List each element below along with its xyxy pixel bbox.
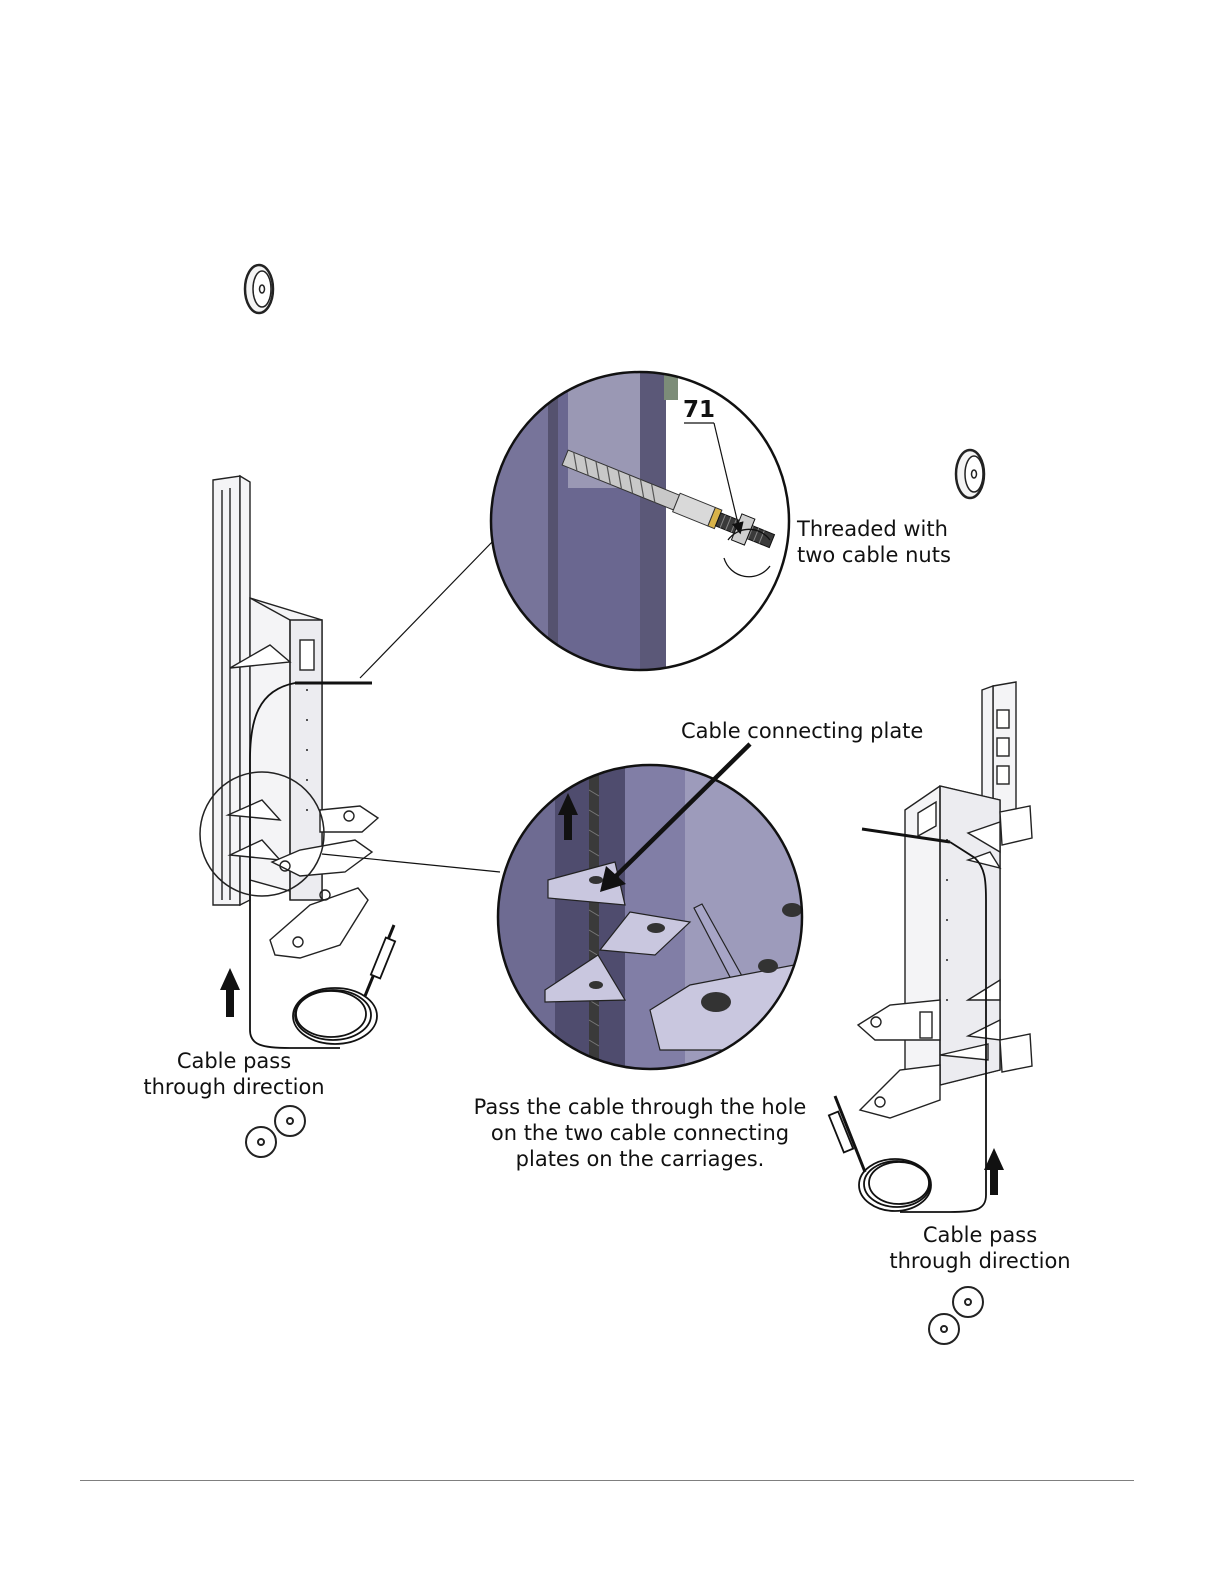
left-direction-label: Cable pass through direction	[124, 1048, 344, 1100]
connecting-plate-detail-view	[495, 760, 830, 1080]
washer-icon	[929, 1287, 983, 1344]
threaded-label: Threaded with two cable nuts	[797, 516, 951, 568]
right-direction-line: Cable pass	[870, 1222, 1090, 1248]
threaded-detail-view	[480, 360, 800, 680]
washer-icon	[246, 1106, 305, 1157]
right-direction-label: Cable pass through direction	[870, 1222, 1090, 1274]
threaded-label-line: Threaded with	[797, 516, 951, 542]
right-column-assembly	[858, 682, 1032, 1118]
right-direction-line: through direction	[870, 1248, 1090, 1274]
footer-rule	[80, 1480, 1134, 1481]
pass-instruction-line: on the two cable connecting	[440, 1120, 840, 1146]
leader-line	[360, 540, 494, 678]
up-arrow-icon	[984, 1148, 1004, 1195]
pass-instruction-label: Pass the cable through the hole on the t…	[440, 1094, 840, 1172]
pulley-icon	[245, 265, 273, 313]
threaded-label-line: two cable nuts	[797, 542, 951, 568]
pass-instruction-line: Pass the cable through the hole	[440, 1094, 840, 1120]
pulley-icon	[956, 450, 984, 498]
part-number-label: 71	[683, 397, 715, 423]
up-arrow-icon	[220, 968, 240, 1017]
left-direction-line: Cable pass	[124, 1048, 344, 1074]
left-direction-line: through direction	[124, 1074, 344, 1100]
pass-instruction-line: plates on the carriages.	[440, 1146, 840, 1172]
cable-connecting-plate-label: Cable connecting plate	[681, 718, 923, 744]
